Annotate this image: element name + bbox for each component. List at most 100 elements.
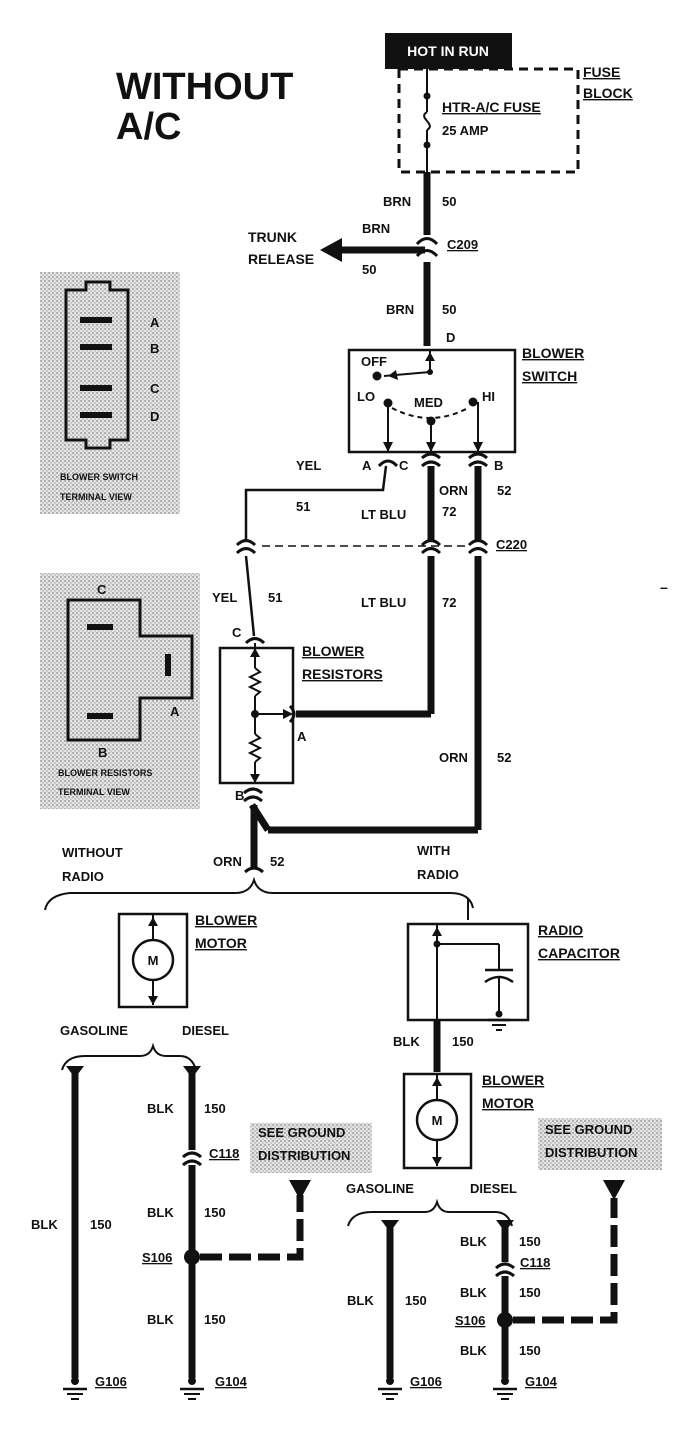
- s106-splice-right: [497, 1312, 513, 1328]
- ground-note-right-1: SEE GROUND: [545, 1122, 632, 1137]
- circuit-150-8: 150: [519, 1285, 541, 1300]
- motor-symbol-right: M: [432, 1113, 443, 1128]
- circuit-150-4: 150: [204, 1312, 226, 1327]
- resistor-terminal-blades: [87, 624, 171, 719]
- motor-label1-right: BLOWER: [482, 1072, 544, 1088]
- gasoline-label-left: GASOLINE: [60, 1023, 128, 1038]
- hot-in-run-label: HOT IN RUN: [407, 43, 489, 59]
- ground-icon-g106-right: [378, 1377, 402, 1400]
- wire-color-ltblu-1: LT BLU: [361, 507, 406, 522]
- diesel-label-right: DIESEL: [470, 1181, 517, 1196]
- s106-label-right: S106: [455, 1313, 485, 1328]
- circuit-150-7: 150: [519, 1234, 541, 1249]
- circuit-150-9: 150: [519, 1343, 541, 1358]
- c209-connector: [415, 237, 439, 258]
- motor-icon-right: [415, 1074, 459, 1166]
- circuit-72-2: 72: [442, 595, 456, 610]
- resistor-view-label1: BLOWER RESISTORS: [58, 768, 152, 778]
- switch-off-label: OFF: [361, 354, 387, 369]
- switch-view-pin-c: C: [150, 381, 160, 396]
- ground-dist-wire-left: [200, 1195, 304, 1261]
- resistor-pin-a: A: [297, 729, 307, 744]
- circuit-150-3: 150: [204, 1205, 226, 1220]
- switch-terminal-view-bg: [40, 272, 180, 514]
- circuit-50-3: 50: [442, 302, 456, 317]
- ground-dist-arrow-left-icon: [289, 1180, 311, 1200]
- wire-color-yel-2: YEL: [212, 590, 237, 605]
- without-radio-label1: WITHOUT: [62, 845, 123, 860]
- ground-dist-arrow-right-icon: [603, 1180, 625, 1200]
- wire-color-ltblu-2: LT BLU: [361, 595, 406, 610]
- wire-yel-51-bottom: [244, 555, 256, 637]
- switch-pin-b: B: [494, 458, 503, 473]
- motor-label2-left: MOTOR: [195, 935, 247, 951]
- wire-color-blk-7: BLK: [460, 1234, 487, 1249]
- s106-splice-left: [184, 1249, 200, 1265]
- resistors-label1: BLOWER: [302, 643, 364, 659]
- trunk-label2: RELEASE: [248, 251, 314, 267]
- ground-icon-g104-right: [493, 1377, 517, 1400]
- motor-icon-left: [131, 914, 175, 1005]
- blower-switch-label2: SWITCH: [522, 368, 577, 384]
- switch-med-label: MED: [414, 395, 443, 410]
- with-radio-label2: RADIO: [417, 867, 459, 882]
- circuit-51-1: 51: [296, 499, 310, 514]
- resistor-view-pin-b: B: [98, 745, 107, 760]
- wire-color-blk-6: BLK: [347, 1293, 374, 1308]
- resistor-view-pin-a: A: [170, 704, 180, 719]
- resistor-zigzag-icon: [247, 643, 293, 783]
- switch-view-label1: BLOWER SWITCH: [60, 472, 138, 482]
- wire-color-orn-3: ORN: [213, 854, 242, 869]
- c118-connector-left: [182, 1151, 202, 1167]
- diesel-left-arrow-icon: [183, 1066, 201, 1078]
- capacitor-icon: [432, 924, 514, 1031]
- trunk-label1: TRUNK: [248, 229, 297, 245]
- title-line1: WITHOUT: [116, 66, 293, 108]
- ground-note-left-1: SEE GROUND: [258, 1125, 345, 1140]
- fuse-block-label1: FUSE: [583, 64, 620, 80]
- circuit-72-1: 72: [442, 504, 456, 519]
- resistor-pin-c: C: [232, 625, 242, 640]
- switch-pin-d: D: [446, 330, 455, 345]
- wire-ltblu-72: [296, 466, 435, 718]
- circuit-52-2: 52: [497, 750, 511, 765]
- hot-in-run-bar: [385, 33, 512, 69]
- s106-label-left: S106: [142, 1250, 172, 1265]
- wire-color-blk-2: BLK: [147, 1101, 174, 1116]
- title-line2: A/C: [116, 106, 181, 148]
- fuse-block-outline: [397, 67, 580, 174]
- switch-pin-a: A: [362, 458, 372, 473]
- c220-connector: [235, 539, 489, 555]
- circuit-51-2: 51: [268, 590, 282, 605]
- fuse-block-label2: BLOCK: [583, 85, 633, 101]
- resistor-view-label2: TERMINAL VIEW: [58, 787, 130, 797]
- resistor-terminal-outline: [66, 598, 194, 742]
- radio-capacitor-label1: RADIO: [538, 922, 583, 938]
- wire-color-blk-1: BLK: [31, 1217, 58, 1232]
- switch-internals: [372, 350, 483, 452]
- arrow-left-icon: [320, 238, 342, 262]
- g104-label-left: G104: [215, 1374, 248, 1389]
- ground-icon-g104-left: [180, 1377, 204, 1400]
- resistor-pin-c-connector: [244, 637, 266, 645]
- ground-note-left-2: DISTRIBUTION: [258, 1148, 350, 1163]
- gas-left-arrow-icon: [66, 1066, 84, 1078]
- resistors-label2: RESISTORS: [302, 666, 383, 682]
- circuit-52-3: 52: [270, 854, 284, 869]
- circuit-50-2: 50: [362, 262, 376, 277]
- switch-hi-label: HI: [482, 389, 495, 404]
- switch-lo-label: LO: [357, 389, 375, 404]
- c220-label: C220: [496, 537, 527, 552]
- fuse-name: HTR-A/C FUSE: [442, 99, 541, 115]
- switch-terminal-outline: [64, 280, 130, 450]
- diesel-label-left: DIESEL: [182, 1023, 229, 1038]
- resistor-view-pin-c: C: [97, 582, 107, 597]
- circuit-150-5: 150: [452, 1034, 474, 1049]
- radio-capacitor-box: [406, 922, 530, 1022]
- circuit-150-2: 150: [204, 1101, 226, 1116]
- switch-view-label2: TERMINAL VIEW: [60, 492, 132, 502]
- circuit-150-6: 150: [405, 1293, 427, 1308]
- circuit-150-1: 150: [90, 1217, 112, 1232]
- g106-label-right: G106: [410, 1374, 442, 1389]
